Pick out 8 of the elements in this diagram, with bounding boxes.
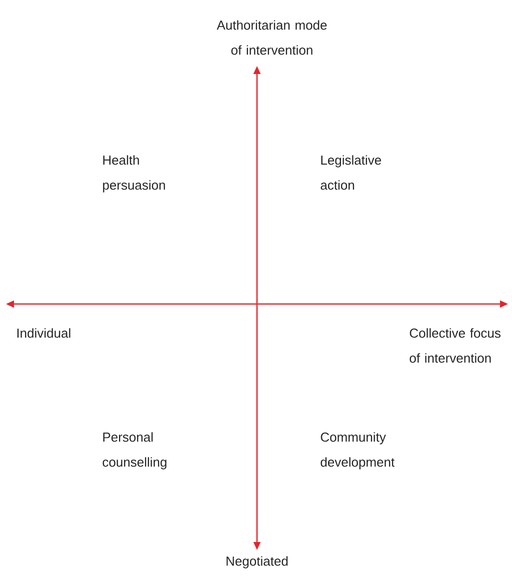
quadrant-label: Community development [320, 432, 395, 470]
quadrant-label: Personal counselling [102, 432, 166, 470]
axis-label: Authoritarian mode of intervention [216, 20, 327, 55]
axis-label: Individual [17, 328, 70, 338]
quadrant-label: Health persuasion [103, 155, 165, 192]
quadrant-label: Legislative action [320, 155, 382, 190]
axis-label: Collective focus of intervention [410, 328, 500, 363]
axis-label: Negotiated [226, 556, 288, 568]
